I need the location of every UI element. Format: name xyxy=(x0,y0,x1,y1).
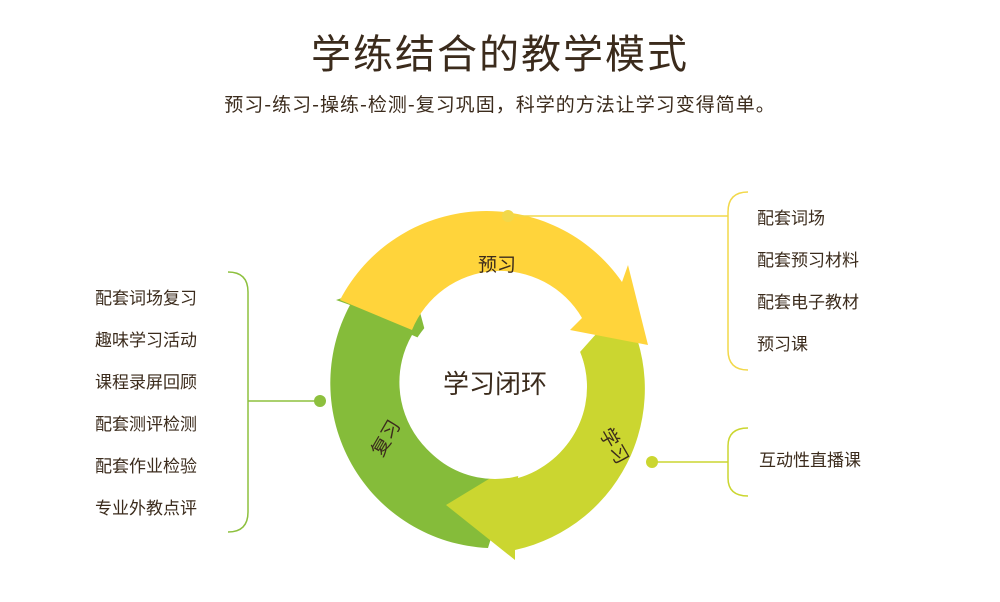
page-title: 学练结合的教学模式 xyxy=(311,32,689,78)
left-connector-dot xyxy=(314,395,326,407)
right-bottom-connector-dot xyxy=(646,456,658,468)
segment-preview-label: 预习 xyxy=(478,254,517,276)
left-item: 配套作业检验 xyxy=(95,457,197,477)
inner-circle xyxy=(403,295,587,479)
right-top-item: 预习课 xyxy=(757,335,808,355)
left-item: 专业外教点评 xyxy=(95,499,197,519)
preview-arc xyxy=(340,211,648,345)
left-item: 趣味学习活动 xyxy=(95,331,197,351)
left-item: 配套词场复习 xyxy=(95,289,197,309)
right-top-item: 配套词场 xyxy=(757,209,825,229)
right-top-item: 配套预习材料 xyxy=(757,251,859,271)
left-item-list: 配套词场复习 趣味学习活动 课程录屏回顾 配套测评检测 配套作业检验 专业外教点… xyxy=(95,278,197,530)
cycle-center-label: 学习闭环 xyxy=(442,370,547,400)
page-subtitle: 预习-练习-操练-检测-复习巩固，科学的方法让学习变得简单。 xyxy=(224,94,776,116)
right-bottom-item: 互动性直播课 xyxy=(759,451,861,471)
learn-arc xyxy=(446,305,645,560)
right-bottom-bracket xyxy=(727,427,749,497)
left-item: 配套测评检测 xyxy=(95,415,197,435)
right-top-connector-dot xyxy=(502,210,514,222)
right-top-bracket xyxy=(727,191,749,371)
review-arc xyxy=(330,275,515,548)
left-bracket xyxy=(227,271,249,533)
left-item: 课程录屏回顾 xyxy=(95,373,197,393)
right-top-item: 配套电子教材 xyxy=(757,293,859,313)
right-top-item-list: 配套词场 配套预习材料 配套电子教材 预习课 xyxy=(757,198,859,366)
